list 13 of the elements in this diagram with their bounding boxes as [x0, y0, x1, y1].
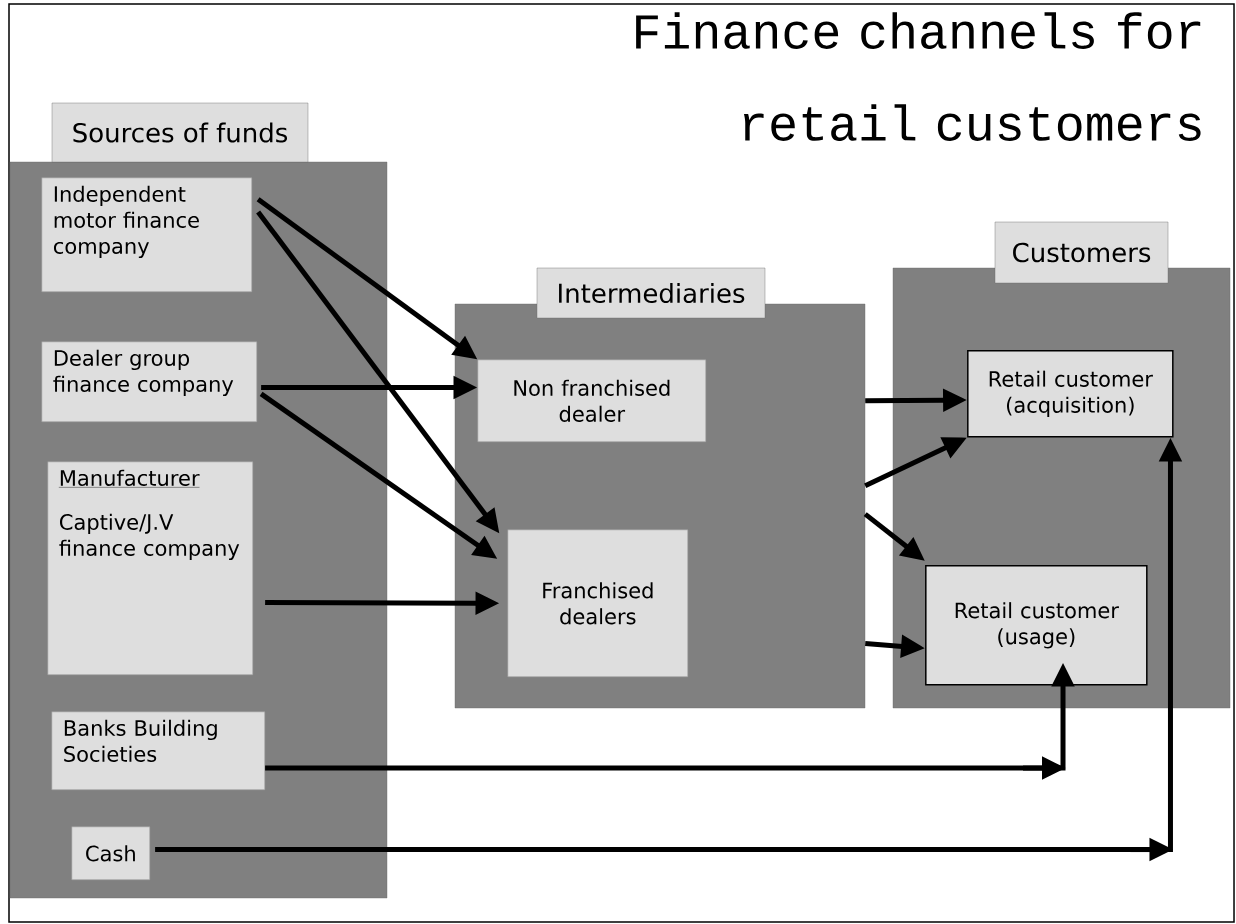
node-label: Intermediaries — [559, 282, 745, 304]
process-box: Independent motor finance company — [41, 177, 253, 293]
process-box: Manufacturer Captive/J.V finance company — [47, 461, 254, 676]
node-label: Sources of funds — [73, 122, 288, 143]
node-label: Customers — [1013, 242, 1151, 263]
process-box: Retail customer (acquisition) — [967, 350, 1174, 438]
process-box: Dealer group finance company — [41, 341, 258, 423]
process-box: Banks Building Societies — [51, 711, 266, 791]
process-box: Retail customer (usage) — [925, 565, 1148, 686]
process-box: Non franchised dealer — [477, 359, 707, 443]
title: Finance channels for retail customers — [636, 12, 1201, 141]
process-box: Franchised dealers — [507, 529, 689, 678]
process-box: Cash — [71, 826, 151, 881]
